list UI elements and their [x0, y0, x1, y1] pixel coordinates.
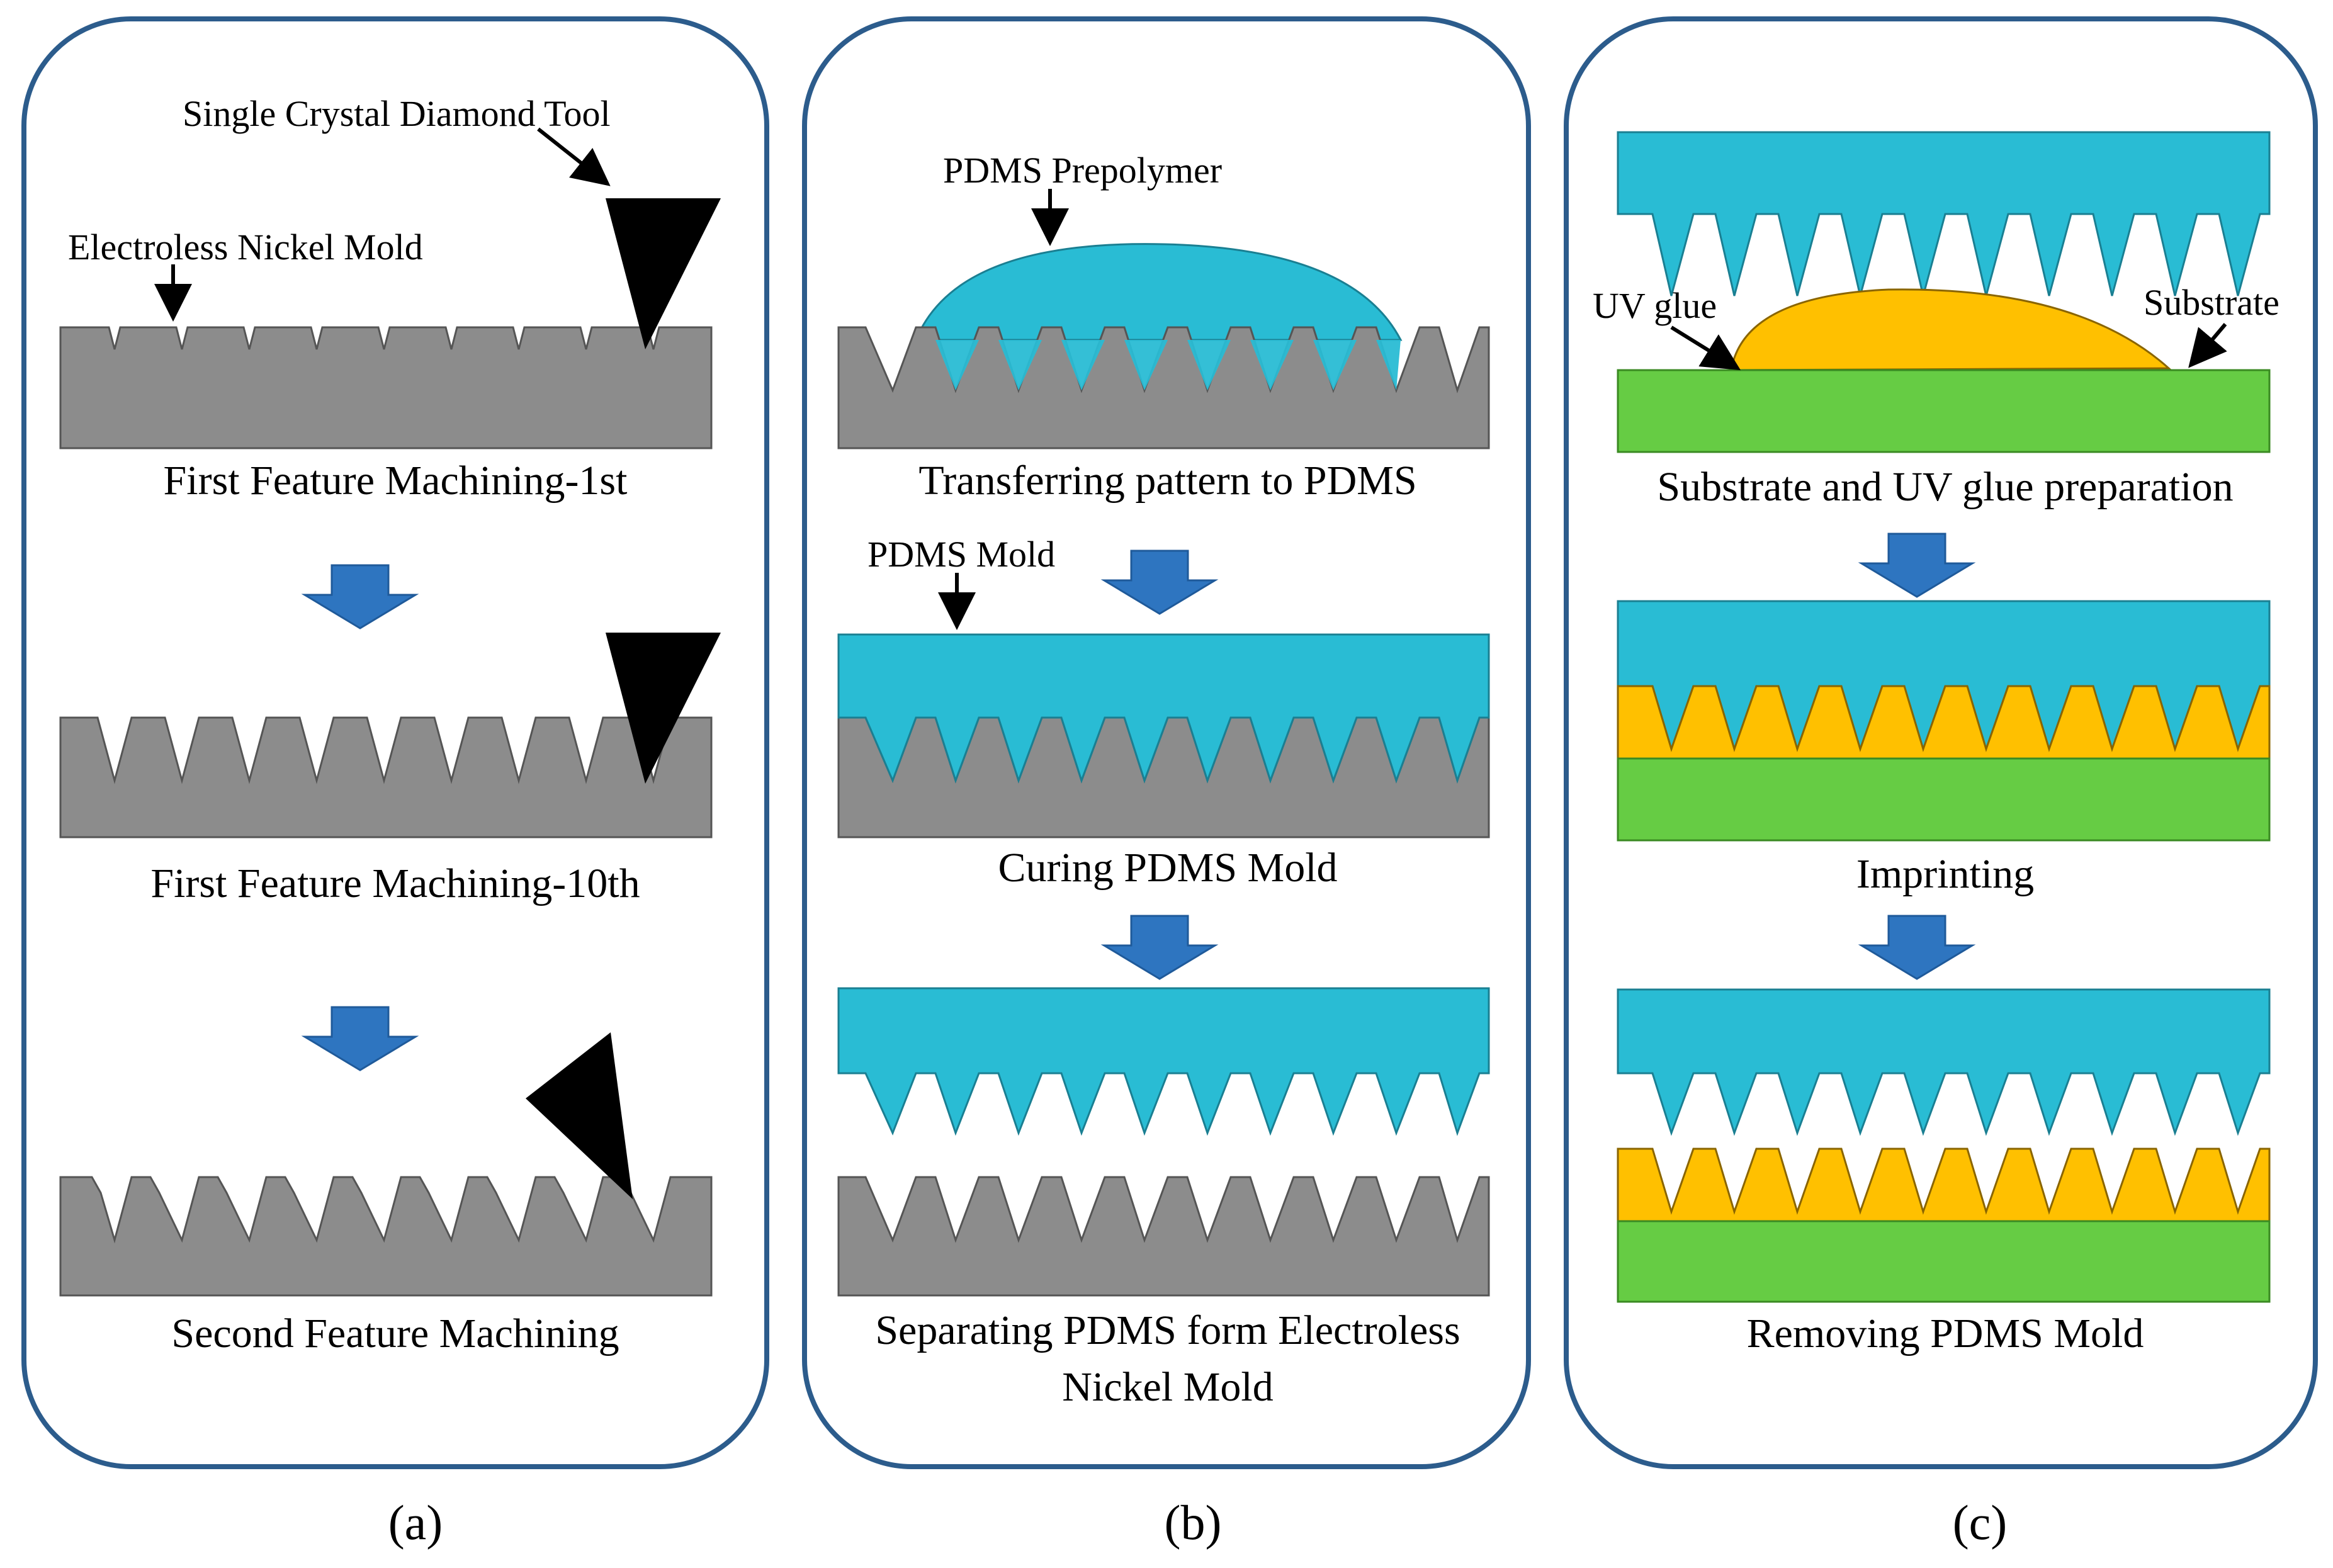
diamond-tool-icon [606, 633, 721, 784]
diamond-tool-icon [606, 198, 721, 349]
substrate-c1 [1617, 369, 2271, 453]
step-c3-caption: Removing PDMS Mold [1747, 1311, 2144, 1356]
panel-c-frame [1564, 16, 2318, 1469]
panel-a: Single Crystal Diamond Tool Electroless … [21, 16, 769, 1550]
pointer-arrow-icon [2188, 323, 2227, 368]
step-a1-caption: First Feature Machining-1st [164, 458, 628, 504]
pdms-mold-c3 [1617, 988, 2271, 1136]
pdms-prepolymer-drop [914, 243, 1403, 341]
diamond-tool-icon [526, 1032, 633, 1199]
uv-glue-imprinted [1617, 685, 2271, 760]
pdms-mold-cured [837, 633, 1490, 784]
panel-a-tag: (a) [388, 1495, 443, 1550]
label-pdms-mold: PDMS Mold [867, 534, 1055, 575]
pdms-mold-separated [837, 987, 1490, 1136]
down-arrow-icon [301, 1006, 419, 1071]
step-a2-caption: First Feature Machining-10th [150, 860, 640, 906]
panel-c: UV glue Substrate Substrate and UV glue … [1564, 16, 2318, 1550]
nickel-mold-second-feature [59, 1176, 713, 1297]
panel-c-tag: (c) [1953, 1495, 2008, 1550]
pdms-mold-c1 [1617, 131, 2271, 296]
label-pdms-prepolymer: PDMS Prepolymer [943, 150, 1222, 191]
step-b2-caption: Curing PDMS Mold [998, 845, 1337, 891]
uv-glue-drop [1730, 288, 2171, 371]
label-substrate: Substrate [2144, 282, 2279, 323]
uv-glue-cured [1617, 1148, 2271, 1222]
nickel-mold-b3 [837, 1176, 1490, 1297]
panel-a-frame [21, 16, 769, 1469]
panel-b: PDMS Prepolymer Transferring pattern to … [802, 16, 1531, 1550]
label-uv-glue: UV glue [1593, 285, 1717, 326]
down-arrow-icon [1858, 533, 1976, 598]
step-c2-caption: Imprinting [1856, 851, 2034, 897]
down-arrow-icon [1100, 915, 1219, 980]
step-b3-caption-line1: Separating PDMS form Electroless [875, 1307, 1460, 1353]
down-arrow-icon [301, 564, 419, 629]
down-arrow-icon [1858, 915, 1976, 980]
pointer-arrow-icon [537, 127, 611, 186]
step-c1-caption: Substrate and UV glue preparation [1657, 464, 2233, 510]
down-arrow-icon [1100, 550, 1219, 615]
nickel-mold-shallow [59, 326, 713, 449]
step-a3-caption: Second Feature Machining [171, 1311, 619, 1356]
panel-b-tag: (b) [1165, 1495, 1222, 1550]
nickel-mold-deep [59, 716, 713, 838]
pointer-arrow-icon [1670, 325, 1741, 371]
pdms-fill-grooves [916, 340, 1401, 390]
substrate-c2 [1617, 757, 2271, 842]
step-b1-caption: Transferring pattern to PDMS [918, 458, 1416, 504]
step-b3-caption-line2: Nickel Mold [1062, 1364, 1273, 1410]
substrate-c3 [1617, 1220, 2271, 1303]
label-nickel-mold: Electroless Nickel Mold [68, 227, 423, 268]
label-diamond-tool: Single Crystal Diamond Tool [183, 93, 611, 134]
panel-b-frame [802, 16, 1531, 1469]
